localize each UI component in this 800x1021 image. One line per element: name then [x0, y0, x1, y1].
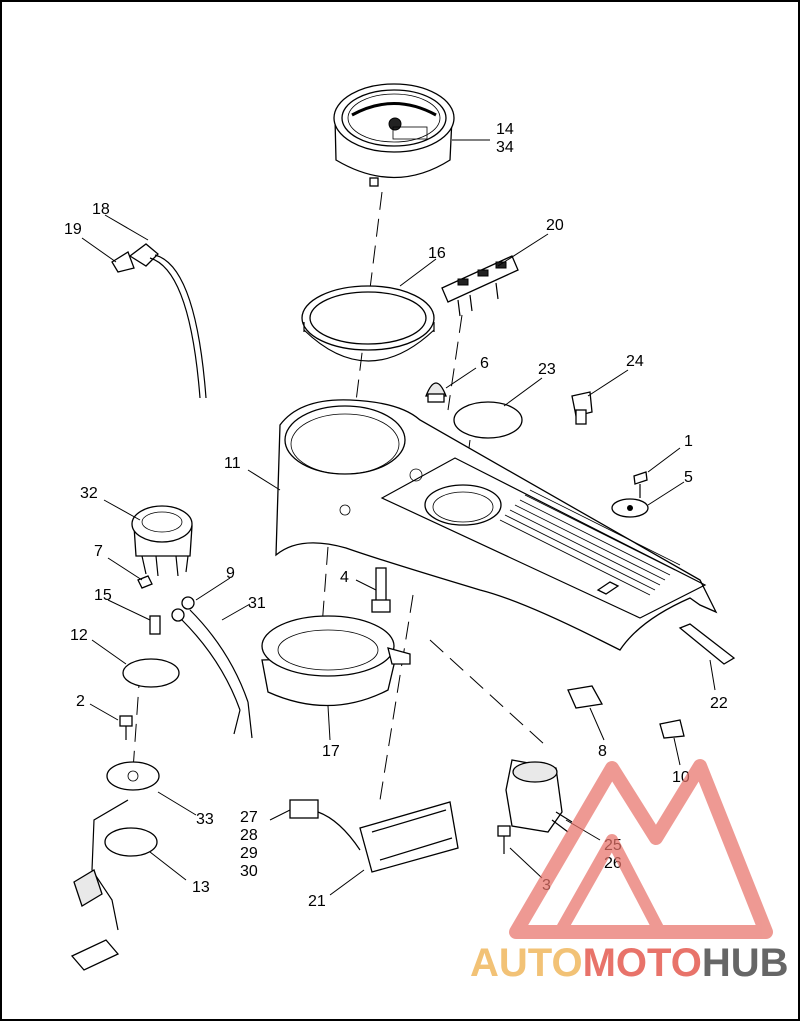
callout-21: 21: [308, 893, 326, 910]
gauge-gasket-ring: [301, 285, 435, 362]
callout-12: 12: [70, 627, 88, 644]
lamp-gasket: [453, 401, 523, 439]
callout-4: 4: [340, 569, 349, 586]
switch-bracket: [441, 255, 519, 317]
callout-31: 31: [248, 595, 266, 612]
callout-15: 15: [94, 587, 112, 604]
callout-29: 29: [240, 845, 258, 862]
indicator-lamp: [425, 382, 447, 403]
callout-7: 7: [94, 543, 103, 560]
connector-and-switch-module: [289, 799, 459, 873]
gauge-assembly: [333, 83, 455, 187]
callout-9: 9: [226, 565, 235, 582]
callout-22: 22: [710, 695, 728, 712]
callout-11: 11: [224, 455, 241, 472]
callout-14: 14: [496, 121, 514, 138]
callout-17: 17: [322, 743, 340, 760]
callout-10: 10: [672, 769, 690, 786]
callout-8: 8: [598, 743, 607, 760]
rotary-switch: [131, 505, 193, 577]
console-housing: [275, 399, 718, 651]
callout-13: 13: [192, 879, 210, 896]
callout-34: 34: [496, 139, 514, 156]
callout-27: 27: [240, 809, 258, 826]
bulb-socket: [149, 615, 161, 635]
trim-clips: [567, 623, 736, 739]
callout-25: 25: [604, 837, 622, 854]
gauge-mount-tray: [261, 615, 411, 707]
callout-3: 3: [542, 877, 551, 894]
sender-gasket: [122, 658, 180, 688]
callout-19: 19: [64, 221, 82, 238]
callout-16: 16: [428, 245, 446, 262]
callout-1: 1: [684, 433, 693, 450]
screw-and-washer: [611, 471, 649, 518]
callout-26: 26: [604, 855, 622, 872]
ignition-key: [571, 391, 593, 425]
callout-20: 20: [546, 217, 564, 234]
callout-23: 23: [538, 361, 556, 378]
mounting-screw: [119, 715, 133, 740]
callout-33: 33: [196, 811, 214, 828]
callout-2: 2: [76, 693, 85, 710]
fuel-sender: [70, 761, 160, 971]
ground-harness: [171, 596, 253, 739]
callout-18: 18: [92, 201, 110, 218]
hex-nut: [137, 575, 153, 589]
callout-6: 6: [480, 355, 489, 372]
sender-wire: [111, 243, 207, 399]
callout-32: 32: [80, 485, 98, 502]
callout-30: 30: [240, 863, 258, 880]
callout-24: 24: [626, 353, 644, 370]
callout-28: 28: [240, 827, 258, 844]
mounting-stud: [371, 567, 391, 613]
callout-5: 5: [684, 469, 693, 486]
